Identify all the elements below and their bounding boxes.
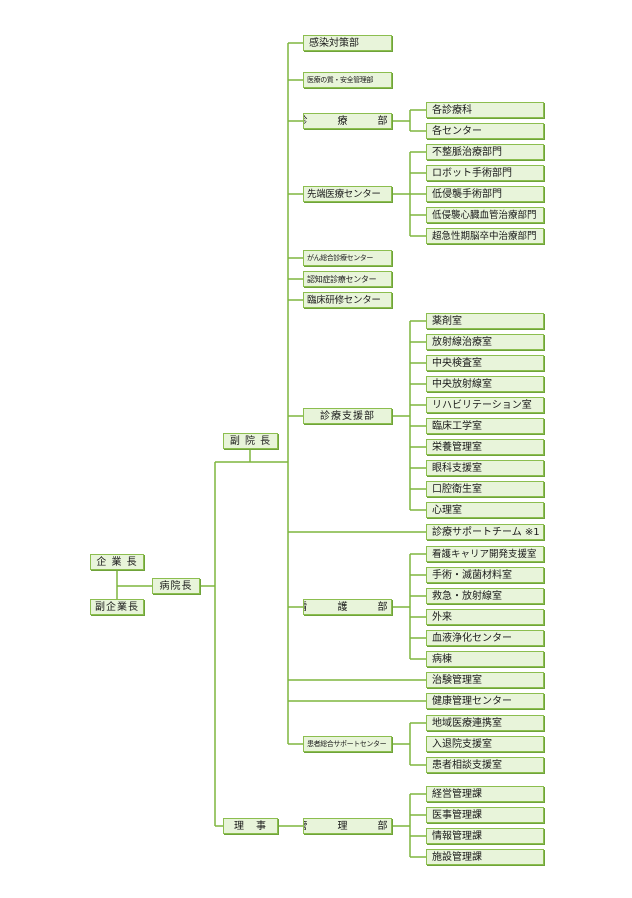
unit-minimally-invasive-surgery: 低侵襲手術部門 [426, 186, 544, 202]
room-clinical-engineering: 臨床工学室 [426, 418, 544, 434]
room-emergency-radiology: 救急・放射線室 [426, 588, 544, 604]
dementia-center: 認知症診療センター [303, 271, 392, 287]
section-medical-affairs: 医事管理課 [426, 807, 544, 823]
unit-arrhythmia: 不整脈治療部門 [426, 144, 544, 160]
director-box: 病院長 [152, 578, 200, 594]
room-patient-consultation: 患者相談支援室 [426, 757, 544, 773]
room-radiotherapy: 放射線治療室 [426, 334, 544, 350]
quality-safety-dept: 医療の質・安全管理部 [303, 72, 392, 88]
room-nursing-career: 看護キャリア開発支援室 [426, 546, 544, 562]
dept-each-specialty: 各診療科 [426, 102, 544, 118]
nursing-dept: 看 護 部 [303, 599, 392, 615]
unit-minimally-invasive-cardio: 低侵襲心臓血管治療部門 [426, 207, 544, 223]
director-board-box: 理 事 [223, 818, 278, 834]
room-pharmacy: 薬剤室 [426, 313, 544, 329]
vice-president-box: 副企業長 [90, 599, 144, 615]
section-business-management: 経営管理課 [426, 786, 544, 802]
clinical-support-dept: 診療支援部 [303, 408, 392, 424]
patient-support-center: 患者総合サポートセンター [303, 736, 392, 752]
unit-robotic-surgery: ロボット手術部門 [426, 165, 544, 181]
room-surgery-sterile: 手術・滅菌材料室 [426, 567, 544, 583]
room-outpatient: 外来 [426, 609, 544, 625]
room-clinical-trial: 治験管理室 [426, 672, 544, 688]
clinical-dept: 診 療 部 [303, 113, 392, 129]
room-rehabilitation: リハビリテーション室 [426, 397, 544, 413]
section-information-management: 情報管理課 [426, 828, 544, 844]
room-ophthalmology-support: 眼科支援室 [426, 460, 544, 476]
room-central-radiology: 中央放射線室 [426, 376, 544, 392]
clinical-support-team: 診療サポートチーム ※1 [426, 524, 544, 540]
room-admission-discharge: 入退院支援室 [426, 736, 544, 752]
room-oral-hygiene: 口腔衛生室 [426, 481, 544, 497]
training-center: 臨床研修センター [303, 292, 392, 308]
room-community-liaison: 地域医療連携室 [426, 715, 544, 731]
section-facility-management: 施設管理課 [426, 849, 544, 865]
vice-director-box: 副 院 長 [223, 433, 278, 449]
room-central-lab: 中央検査室 [426, 355, 544, 371]
health-management-center: 健康管理センター [426, 693, 544, 709]
unit-hyperacute-stroke: 超急性期脳卒中治療部門 [426, 228, 544, 244]
room-blood-purification: 血液浄化センター [426, 630, 544, 646]
infection-control-dept: 感染対策部 [303, 35, 392, 51]
advanced-medicine-center: 先端医療センター [303, 186, 392, 202]
cancer-center: がん総合診療センター [303, 250, 392, 266]
room-psychology: 心理室 [426, 502, 544, 518]
room-ward: 病棟 [426, 651, 544, 667]
president-box: 企 業 長 [90, 554, 144, 570]
dept-each-center: 各センター [426, 123, 544, 139]
admin-dept: 管 理 部 [303, 818, 392, 834]
room-nutrition: 栄養管理室 [426, 439, 544, 455]
